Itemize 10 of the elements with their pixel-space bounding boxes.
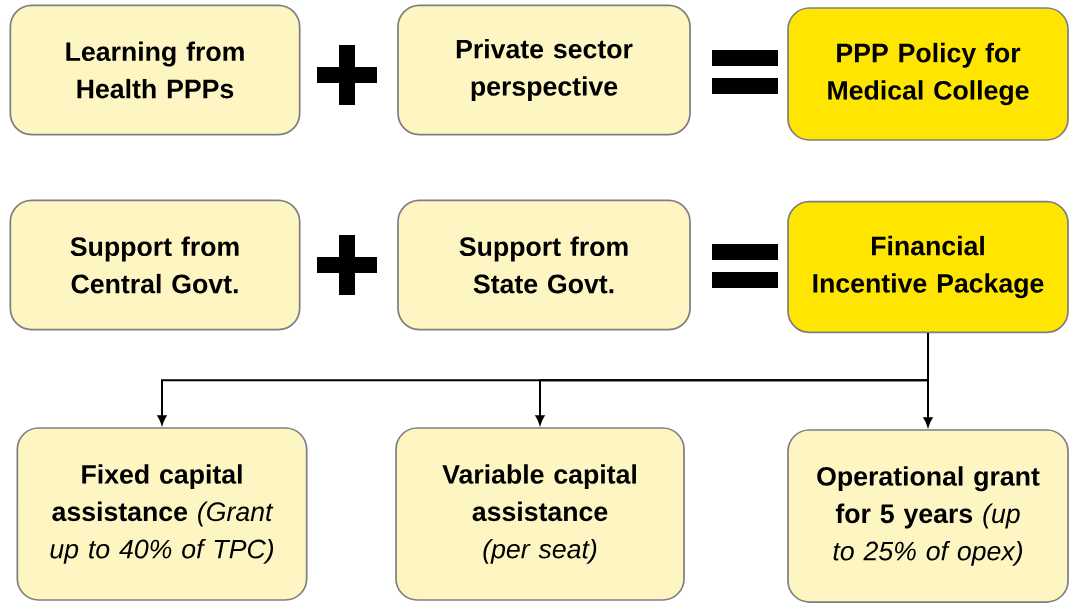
process-box: Learning from Health PPPs: [9, 4, 301, 136]
process-box: Private sector perspective: [397, 4, 691, 136]
process-box: Fixed capital assistance (Grant up to 40% of TPC): [16, 427, 308, 601]
process-box: Operational grant for 5 years (up to 25% of opex): [787, 429, 1069, 603]
process-box: Support from Central Govt.: [9, 199, 301, 331]
process-box: PPP Policy for Medical College: [787, 7, 1069, 141]
process-box: Financial Incentive Package: [787, 200, 1069, 334]
process-box: Variable capital assistance (per seat): [395, 427, 685, 601]
arrow: [923, 332, 933, 427]
process-box: Support from State Govt.: [397, 199, 691, 331]
